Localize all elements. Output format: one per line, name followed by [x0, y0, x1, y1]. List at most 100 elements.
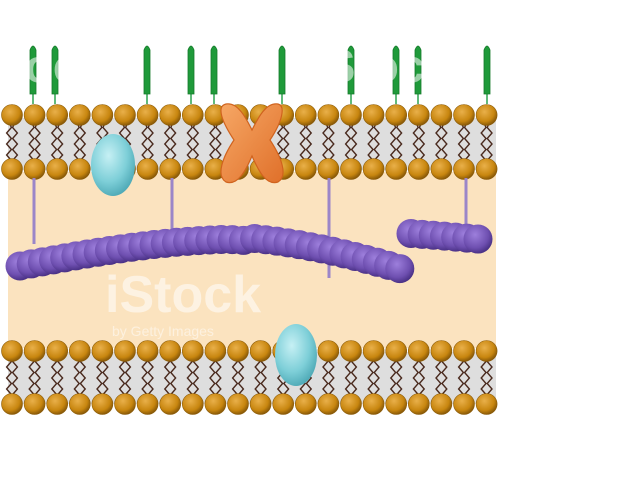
phospholipid-head	[385, 158, 408, 180]
lipid-tail	[373, 355, 380, 401]
lipid-tail	[231, 355, 239, 401]
phospholipid-head	[453, 158, 475, 180]
phospholipid-head	[430, 393, 453, 415]
phospholipid-head	[227, 340, 249, 362]
lipid-tail	[209, 355, 216, 401]
phospholipid-head	[91, 340, 114, 362]
phospholipid-head	[317, 104, 340, 126]
lipid-tail	[350, 355, 358, 401]
lipid-tail	[418, 355, 426, 401]
lipid-tail	[169, 355, 177, 401]
phospholipid-head	[159, 340, 181, 362]
phospholipid-head	[114, 104, 136, 126]
phospholipid-head	[114, 340, 136, 362]
glycocalyx	[29, 45, 491, 104]
phospholipid-head	[317, 158, 340, 180]
phospholipid-head	[69, 393, 91, 415]
watermark-brand-center: iStock	[105, 266, 261, 324]
phospholipid-head	[249, 393, 272, 415]
lipid-tail	[435, 355, 442, 401]
phospholipid-head	[453, 340, 475, 362]
carbohydrate-chain	[187, 45, 195, 95]
lower-membrane-heads	[1, 340, 498, 415]
watermark-sub-center: by Getty Images	[112, 323, 214, 339]
phospholipid-head	[453, 393, 475, 415]
lipid-tail	[192, 355, 200, 401]
x-shaped-channel-protein-icon	[220, 103, 284, 184]
phospholipid-head	[69, 340, 91, 362]
phospholipid-head	[430, 340, 453, 362]
upper-globular-protein	[91, 134, 135, 196]
phospholipid-head	[407, 104, 430, 126]
carbohydrate-chain	[143, 45, 151, 95]
watermark-brand-top-left: iStock	[0, 40, 104, 92]
phospholipid-head	[475, 393, 498, 415]
phospholipid-head	[182, 104, 204, 126]
lipid-tail	[102, 355, 109, 401]
phospholipid-head	[294, 393, 317, 415]
phospholipid-head	[136, 158, 159, 180]
lipid-tail	[96, 355, 103, 401]
phospholipid-head	[182, 158, 204, 180]
carbohydrate-chain	[278, 45, 286, 95]
watermark-brand-top-right: iStock	[312, 40, 450, 92]
phospholipid-head	[340, 104, 362, 126]
carbohydrate-chain	[29, 45, 37, 95]
lipid-tail	[11, 355, 19, 401]
phospholipid-head	[69, 158, 91, 180]
phospholipid-head	[204, 393, 227, 415]
cytoskeleton-filament	[5, 219, 493, 284]
phospholipid-head	[46, 340, 69, 362]
carbohydrate-chain	[51, 45, 59, 95]
carbohydrate-chain	[210, 45, 218, 95]
phospholipid-head	[294, 158, 317, 180]
phospholipid-head	[294, 104, 317, 126]
phospholipid-head	[475, 340, 498, 362]
lipid-tail	[463, 355, 471, 401]
phospholipid-head	[114, 393, 136, 415]
lipid-tail	[73, 355, 81, 401]
phospholipid-head	[46, 158, 69, 180]
lipid-tail	[389, 355, 397, 401]
carbohydrate-chain	[347, 45, 355, 95]
lower-globular-protein	[275, 324, 317, 386]
upper-membrane-heads	[1, 104, 498, 180]
lipid-tail	[367, 355, 374, 401]
lipid-tail	[344, 355, 352, 401]
phospholipid-head	[340, 340, 362, 362]
phospholipid-head	[385, 393, 408, 415]
carbohydrate-chain	[414, 45, 422, 95]
phospholipid-head	[407, 393, 430, 415]
lipid-tail	[5, 355, 13, 401]
phospholipid-head	[182, 340, 204, 362]
lipid-tail	[186, 355, 194, 401]
phospholipid-head	[136, 104, 159, 126]
phospholipid-head	[362, 340, 385, 362]
phospholipid-head	[407, 158, 430, 180]
lipid-tail	[441, 355, 448, 401]
lipid-tail	[28, 355, 35, 401]
phospholipid-head	[340, 393, 362, 415]
lipid-tail	[147, 355, 154, 401]
lipid-tail	[56, 355, 64, 401]
lower-membrane-tails	[5, 355, 493, 401]
lipid-tail	[412, 355, 420, 401]
lipid-tail	[328, 355, 335, 401]
actin-bead	[463, 224, 493, 254]
phospholipid-head	[23, 393, 46, 415]
phospholipid-head	[159, 393, 181, 415]
phospholipid-head	[362, 104, 385, 126]
phospholipid-head	[204, 340, 227, 362]
lipid-tail	[395, 355, 403, 401]
phospholipid-head	[430, 104, 453, 126]
actin-bead	[385, 254, 415, 284]
phospholipid-head	[385, 340, 408, 362]
lipid-tail	[163, 355, 171, 401]
phospholipid-head	[159, 104, 181, 126]
phospholipid-head	[362, 158, 385, 180]
phospholipid-head	[317, 340, 340, 362]
lipid-tail	[480, 355, 487, 401]
phospholipid-head	[91, 104, 114, 126]
phospholipid-head	[69, 104, 91, 126]
